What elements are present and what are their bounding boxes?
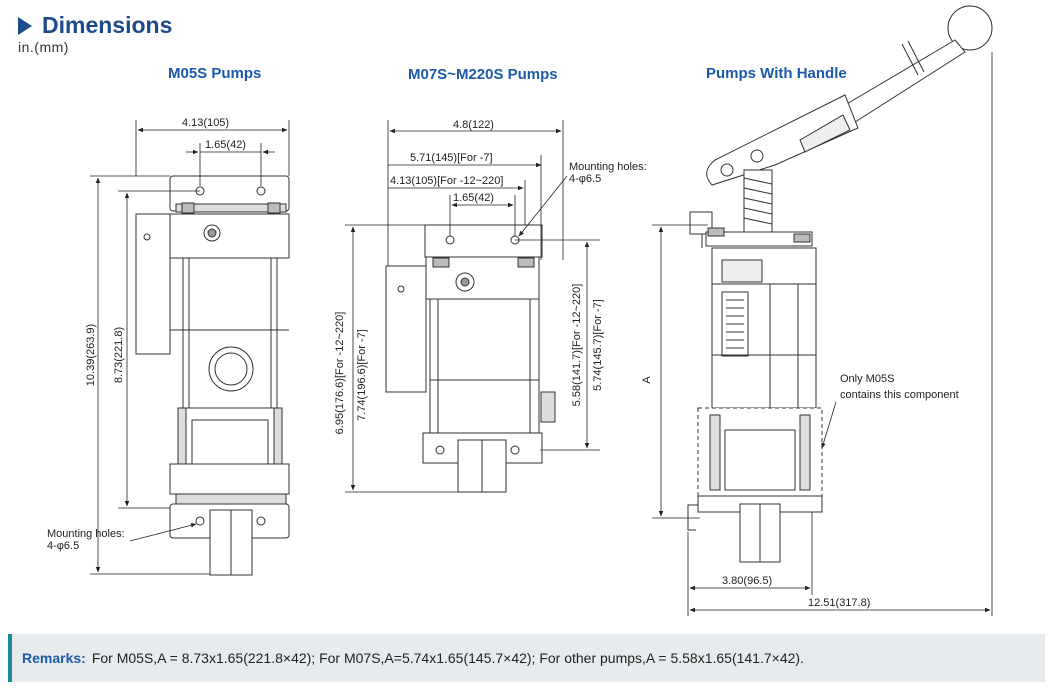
title-row: Dimensions [18, 12, 172, 39]
mounting-hole-icon [435, 445, 445, 455]
dim-m07-width-7: 5.71(145)[For -7] [410, 152, 493, 164]
dimension-drawing: 4.13(105) 1.65(42) 10.39(263.9) 8.73(221… [47, 5, 993, 616]
handle-knob-icon [947, 5, 993, 51]
m07s-pump-drawing [385, 224, 556, 493]
dim-m05s-width: 4.13(105) [182, 117, 229, 129]
mounting-hole-icon [195, 516, 205, 526]
note-only-m05s: Only M05S [840, 373, 894, 385]
remarks-label: Remarks: [22, 650, 86, 666]
mounting-hole-icon [256, 516, 266, 526]
header: Dimensions in.(mm) [18, 12, 172, 55]
dim-handle-A: A [641, 376, 653, 384]
dim-m07-width: 4.8(122) [453, 119, 494, 131]
dim-m07-holes-height-7: 5.74(145.7)[For -7] [592, 299, 604, 391]
note-m05s-mount-1: Mounting holes: [47, 528, 125, 540]
note-m07-mount-2: 4-φ6.5 [569, 173, 601, 185]
dim-m07-width-12-220: 4.13(105)[For -12~220] [390, 175, 503, 187]
note-contains-component: contains this component [840, 389, 959, 401]
mounting-hole-icon [510, 445, 520, 455]
m05s-pump-drawing [135, 175, 290, 576]
dim-m05s-body-height: 8.73(221.8) [113, 327, 125, 383]
dim-m07-holes: 1.65(42) [453, 192, 494, 204]
dim-m07-height-12-220: 6.95(176.6)[For -12~220] [334, 312, 346, 435]
handle-pump-drawing [687, 5, 993, 563]
dim-m07-holes-height-12-220: 5.58(141.7)[For -12~220] [571, 284, 583, 407]
dim-m05s-holes: 1.65(42) [205, 139, 246, 151]
triangle-bullet-icon [18, 16, 32, 35]
remarks-text: For M05S,A = 8.73x1.65(221.8×42); For M0… [91, 650, 804, 666]
note-m07-mount-1: Mounting holes: [569, 161, 647, 173]
dim-handle-total-width: 12.51(317.8) [808, 597, 870, 609]
dim-m07-height-7: 7.74(196.6)[For -7] [356, 329, 368, 421]
dim-handle-width: 3.80(96.5) [722, 575, 772, 587]
dim-m05s-total-height: 10.39(263.9) [85, 324, 97, 386]
page-title: Dimensions [42, 12, 173, 38]
mounting-hole-icon [256, 186, 266, 196]
note-m05s-mount-2: 4-φ6.5 [47, 540, 79, 552]
remarks-bar: Remarks: For M05S,A = 8.73x1.65(221.8×42… [8, 634, 1045, 682]
section-title-m07s: M07S~M220S Pumps [408, 66, 558, 83]
units-label: in.(mm) [18, 39, 69, 55]
section-title-handle: Pumps With Handle [706, 65, 847, 82]
section-title-m05s: M05S Pumps [168, 65, 262, 82]
